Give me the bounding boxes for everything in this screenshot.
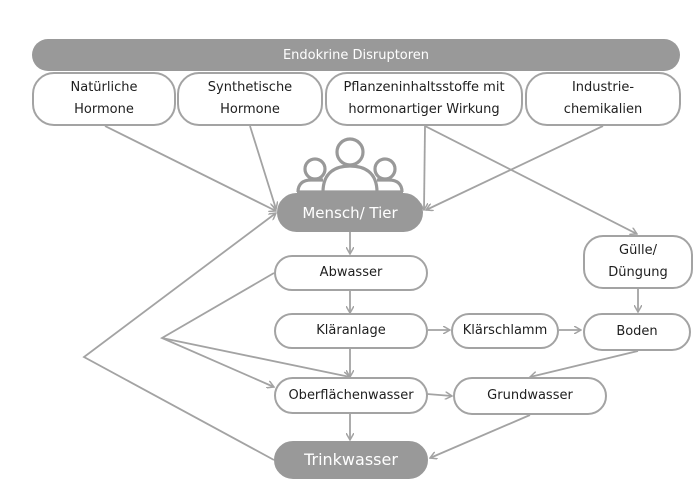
node-klaeranlage: Kläranlage	[274, 313, 428, 349]
edge-boden-grundwasser	[530, 350, 639, 377]
node-grundwasser: Grundwasser	[453, 377, 607, 415]
endokrine-disruptoren-header: Endokrine Disruptoren	[32, 39, 680, 71]
node-klaerschlamm: Klärschlamm	[451, 313, 559, 349]
edge-split-oberflaeche-top	[161, 337, 350, 377]
source-natuerliche-hormone: Natürliche Hormone	[32, 72, 176, 126]
source-label-line2: Hormone	[74, 102, 134, 117]
source-industriechemikalien: Industrie- chemikalien	[525, 72, 681, 126]
source-pflanzeninhaltsstoffe: Pflanzeninhaltsstoffe mit hormonartiger …	[325, 72, 523, 126]
edge-oberflaeche-grundwasser	[426, 394, 452, 396]
node-oberflaechenwasser: Oberflächenwasser	[274, 377, 428, 414]
node-mensch-tier: Mensch/ Tier	[277, 193, 423, 232]
people-group-icon	[296, 137, 404, 194]
edge-natuerliche-mensch	[104, 125, 276, 211]
node-abwasser: Abwasser	[274, 255, 428, 291]
node-boden: Boden	[583, 313, 691, 351]
edge-synthetische-mensch	[249, 125, 276, 209]
node-trinkwasser: Trinkwasser	[274, 441, 428, 479]
guelle-label-line2: Düngung	[608, 265, 668, 280]
guelle-label-line1: Gülle/	[619, 243, 657, 258]
source-synthetische-hormone: Synthetische Hormone	[177, 72, 323, 126]
source-label-line1: Synthetische	[207, 80, 293, 95]
edge-industrie-mensch	[426, 125, 604, 210]
source-label-line2: Hormone	[220, 102, 280, 117]
edge-pflanzen-mensch	[424, 125, 425, 210]
source-label-line1: Pflanzeninhaltsstoffe mit	[343, 80, 505, 95]
edge-trinkwasser-mensch	[82, 213, 276, 461]
edge-grundwasser-trinkwasser	[430, 414, 531, 458]
source-label-line1: Industrie-	[571, 80, 635, 95]
node-guelle-duengung: Gülle/ Düngung	[583, 235, 693, 289]
source-label-line2: hormonartiger Wirkung	[348, 102, 500, 117]
edge-pflanzen-guelle	[424, 125, 637, 234]
source-label-line2: chemikalien	[563, 102, 643, 117]
edge-abwasser-oberflaeche	[160, 272, 274, 387]
source-label-line1: Natürliche	[70, 80, 138, 95]
